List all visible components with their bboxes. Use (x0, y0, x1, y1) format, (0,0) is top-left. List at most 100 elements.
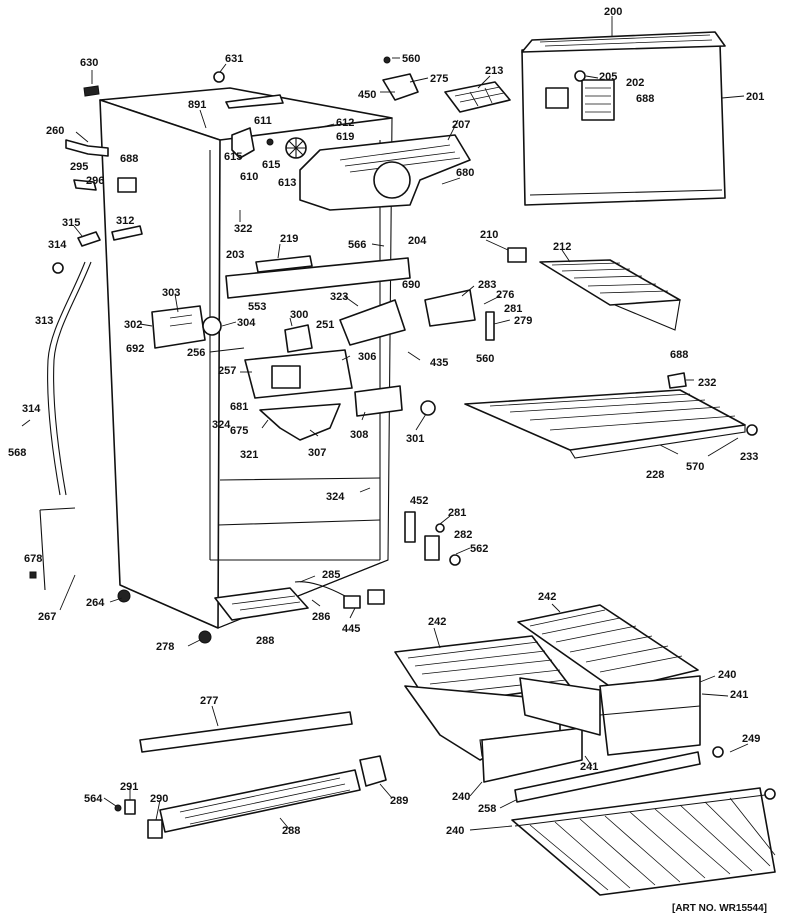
label-204: 204 (408, 235, 427, 247)
label-562: 562 (470, 543, 488, 555)
label-205: 205 (599, 71, 617, 83)
label-279: 279 (514, 315, 532, 327)
label-323: 323 (330, 291, 348, 303)
label-301: 301 (406, 433, 424, 445)
label-288a: 288 (256, 635, 274, 647)
control-label-plate (545, 87, 569, 109)
label-288b: 288 (282, 825, 300, 837)
evaporator-fan-motor (225, 94, 307, 159)
label-435: 435 (430, 357, 448, 369)
label-219: 219 (280, 233, 298, 245)
hinge-plate (354, 385, 403, 417)
label-613: 613 (278, 177, 296, 189)
air-baffle (259, 403, 341, 441)
drain-tube (47, 261, 86, 496)
label-560b: 560 (476, 353, 494, 365)
label-283: 283 (478, 279, 496, 291)
label-275: 275 (430, 73, 448, 85)
damper-control (244, 324, 353, 399)
door-screw-205 (574, 70, 586, 82)
crisper-rails (139, 711, 701, 803)
cabinet-base-parts (29, 507, 212, 644)
label-688b: 688 (120, 153, 138, 165)
label-313: 313 (35, 315, 53, 327)
label-240c: 240 (446, 825, 464, 837)
crisper-drawers (394, 604, 701, 783)
label-241a: 241 (730, 689, 748, 701)
label-631: 631 (225, 53, 243, 65)
label-251: 251 (316, 319, 334, 331)
label-302: 302 (124, 319, 142, 331)
label-290: 290 (150, 793, 168, 805)
hardware-top-left (52, 71, 225, 274)
label-201: 201 (746, 91, 764, 103)
label-564: 564 (84, 793, 103, 805)
label-308: 308 (350, 429, 368, 441)
label-619: 619 (336, 131, 354, 143)
top-hinge (382, 56, 419, 101)
label-611: 611 (254, 115, 272, 127)
label-202: 202 (626, 77, 644, 89)
label-300: 300 (290, 309, 308, 321)
label-281: 281 (504, 303, 522, 315)
label-314b: 314 (22, 403, 41, 415)
label-570: 570 (686, 461, 704, 473)
label-203: 203 (226, 249, 244, 261)
label-675: 675 (230, 425, 248, 437)
label-690: 690 (402, 279, 420, 291)
label-688: 688 (636, 93, 654, 105)
main-wire-shelf (464, 372, 758, 459)
upper-wire-shelf (507, 247, 681, 331)
label-242b: 242 (538, 591, 556, 603)
light-shield (225, 255, 411, 299)
leader-lines (21, 16, 749, 831)
label-692: 692 (126, 343, 144, 355)
label-256: 256 (187, 347, 205, 359)
label-278: 278 (156, 641, 174, 653)
wire-basket (511, 746, 776, 896)
label-321: 321 (240, 449, 258, 461)
label-241b: 241 (580, 761, 598, 773)
label-630: 630 (80, 57, 98, 69)
label-207: 207 (452, 119, 470, 131)
label-249: 249 (742, 733, 760, 745)
label-681: 681 (230, 401, 248, 413)
part-number-labels: 630 631 560 275 450 213 200 205 202 688 … (8, 6, 767, 914)
label-289: 289 (390, 795, 408, 807)
evaporator-cover (299, 134, 471, 211)
lower-hinge-parts (404, 511, 461, 566)
label-452: 452 (410, 495, 428, 507)
label-295: 295 (70, 161, 88, 173)
temperature-control-dial (581, 79, 615, 121)
temperature-control (151, 305, 222, 349)
label-213: 213 (485, 65, 503, 77)
label-566: 566 (348, 239, 366, 251)
label-314a: 314 (48, 239, 67, 251)
label-450: 450 (358, 89, 376, 101)
label-267: 267 (38, 611, 56, 623)
label-276: 276 (496, 289, 514, 301)
label-324a: 324 (212, 419, 231, 431)
freezer-door-panel (521, 31, 726, 206)
label-891: 891 (188, 99, 206, 111)
label-615b: 615 (262, 159, 280, 171)
label-612: 612 (336, 117, 354, 129)
label-553: 553 (248, 301, 266, 313)
door-bracket (339, 289, 495, 346)
label-242a: 242 (428, 616, 446, 628)
label-560: 560 (402, 53, 420, 65)
label-240b: 240 (452, 791, 470, 803)
label-291: 291 (120, 781, 138, 793)
label-610: 610 (240, 171, 258, 183)
label-233: 233 (740, 451, 758, 463)
label-212: 212 (553, 241, 571, 253)
label-210: 210 (480, 229, 498, 241)
label-257: 257 (218, 365, 236, 377)
label-228: 228 (646, 469, 664, 481)
label-688c: 688 (670, 349, 688, 361)
label-258: 258 (478, 803, 496, 815)
label-306: 306 (358, 351, 376, 363)
label-312: 312 (116, 215, 134, 227)
label-232: 232 (698, 377, 716, 389)
